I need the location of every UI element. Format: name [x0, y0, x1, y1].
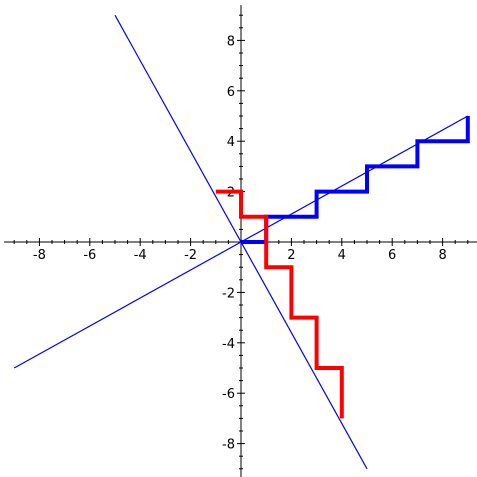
x-tick-label: -4: [134, 248, 147, 263]
x-tick-label: 8: [438, 248, 446, 263]
y-tick-label: -2: [222, 286, 235, 301]
y-tick-label: -6: [222, 387, 235, 402]
y-tick-label: -8: [222, 438, 235, 453]
x-tick-label: 2: [287, 248, 295, 263]
y-tick-label: 4: [227, 135, 235, 150]
x-tick-label: -6: [83, 248, 96, 263]
x-tick-label: 6: [388, 248, 396, 263]
x-tick-label: 4: [338, 248, 346, 263]
series: [13, 14, 470, 470]
y-tick-label: 6: [227, 85, 235, 100]
y-tick-label: -4: [222, 337, 235, 352]
x-tick-label: -2: [184, 248, 197, 263]
x-tick-label: -8: [33, 248, 46, 263]
step-path-3: [215, 189, 344, 419]
y-tick-label: 8: [227, 34, 235, 49]
